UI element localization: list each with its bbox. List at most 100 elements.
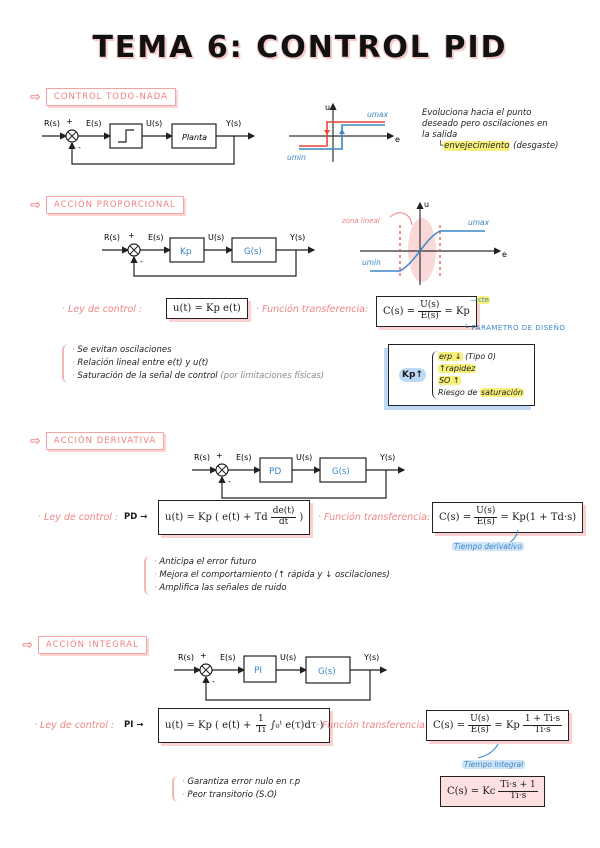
control-law-label: · Ley de control : (62, 304, 143, 315)
page-title: TEMA 6: CONTROL PID (92, 30, 508, 65)
bullet-item: Garantiza error nulo en r.p (182, 776, 300, 789)
cte-text: cte (477, 296, 490, 304)
note-sub: └envejecimiento (desgaste) (438, 141, 559, 151)
y-axis-label: u (325, 103, 330, 112)
hysteresis-up-path (299, 124, 385, 150)
input-label: R(s) (44, 119, 60, 128)
formula-pre: u(t) = Kp ( e(t) + (165, 719, 252, 731)
section-title: Acción proporcional (45, 196, 184, 214)
plant-block (319, 457, 367, 483)
control-label: U(s) (146, 119, 162, 128)
ti-note-arrow (477, 743, 499, 759)
bullet-item: Peor transitorio (S.O) (182, 789, 300, 802)
kp-increase-label: Kp↑ (399, 368, 426, 382)
numerator: 1 + Ti·s (522, 714, 563, 726)
bullet-item: Mejora el comportamiento (↑ rápida y ↓ o… (154, 569, 389, 582)
bullet-item: Saturación de la señal de control (por l… (72, 370, 324, 383)
kp-effect-item: Riesgo de saturación (438, 387, 524, 399)
section-title: Control todo-nada (45, 88, 176, 106)
formula-post: ) (299, 511, 304, 523)
plant-block (171, 123, 217, 149)
bullet-item: Relación lineal entre e(t) y u(t) (72, 357, 324, 370)
block-diagram-integral: R(s) + - E(s) PI U(s) G(s) Y(s) (174, 651, 388, 701)
transfer-function-formula: C(s) = U(s)E(s) = Kp (376, 296, 477, 327)
section-heading-derivativa: ⇨ Acción derivativa (30, 432, 165, 450)
x-axis-label: e (395, 135, 400, 144)
bullet-item: Amplifica las señales de ruido (154, 582, 390, 595)
ti-note: Tiempo integral (462, 760, 526, 769)
note-sub-rest: (desgaste) (513, 141, 559, 151)
formula-lhs: C(s) = (433, 719, 466, 731)
error-label: E(s) (220, 653, 235, 662)
minus-sign: - (212, 677, 215, 686)
plant-block (231, 237, 277, 263)
block-diagram-todo-nada: R(s) + - E(s) U(s) Planta Y(s) (42, 117, 256, 165)
numerator: U(s) (468, 714, 492, 726)
x-axis-label: e (502, 250, 507, 259)
numerator: Ti·s + 1 (498, 780, 538, 792)
control-law-formula: u(t) = Kp e(t) (166, 298, 248, 319)
numerator: 1 (256, 714, 266, 726)
control-label: U(s) (280, 653, 296, 662)
section-heading-proporcional: ⇨ Acción proporcional (30, 196, 184, 214)
step-icon (118, 129, 134, 143)
control-law-label: · Ley de control : (34, 720, 115, 731)
cte-note: —cte (470, 296, 490, 304)
denominator: dt (278, 516, 289, 527)
pi-block (243, 655, 277, 683)
y-axis-label: u (424, 200, 429, 209)
feedback-path (130, 250, 297, 277)
zone-label: zona lineal (341, 217, 380, 225)
plus-sign: + (216, 451, 223, 460)
error-label: E(s) (236, 453, 251, 462)
design-param-note: └ PARAMETRO DE DISEÑO (464, 324, 566, 332)
umin-label: umin (362, 258, 381, 267)
kp-effect-hl: SO ↑ (437, 376, 461, 385)
control-label: U(s) (296, 453, 312, 462)
control-law-formula: u(t) = Kp ( e(t) + Td de(t)dt ) (158, 500, 311, 535)
plus-sign: + (200, 651, 207, 660)
denominator: E(s) (420, 310, 439, 321)
control-law-label: · Ley de control : (38, 512, 119, 523)
output-label: Y(s) (225, 119, 241, 128)
kp-effect-rest: (Tipo 0) (465, 352, 497, 361)
kp-effect-item: ↑rapidez (437, 363, 524, 375)
fraction: U(s)E(s) (418, 300, 442, 322)
bullet-text: Saturación de la señal de control (77, 371, 218, 381)
formula-rhs: = Kp (444, 305, 470, 317)
transfer-function-label: · Función transferencia: (316, 720, 429, 731)
fraction: U(s)E(s) (468, 714, 492, 736)
formula-lhs: C(s) = Kc (447, 785, 496, 797)
denominator: E(s) (470, 724, 489, 735)
hysteresis-graph: u e umax umin (287, 102, 400, 162)
plant-label: G(s) (244, 247, 262, 257)
arrow-right-icon: ⇨ (30, 433, 41, 449)
highlighted-term: envejecimiento (443, 141, 511, 151)
arrow-right-icon: ⇨ (30, 89, 41, 105)
output-label: Y(s) (363, 653, 379, 662)
todo-nada-note: Evoluciona hacia el punto deseado pero o… (422, 108, 558, 152)
formula-lhs: C(s) = (383, 305, 416, 317)
formula-lhs: C(s) = (439, 511, 472, 523)
pd-label: PD (269, 467, 281, 477)
pi-tag: PI → (124, 720, 144, 730)
linear-zone-highlight (408, 218, 436, 282)
kp-effect-hl: saturación (479, 388, 524, 397)
output-label: Y(s) (289, 233, 305, 242)
block-diagram-derivativa: R(s) + - E(s) PD U(s) G(s) Y(s) (192, 451, 406, 499)
bullet-item: Anticipa el error futuro (154, 556, 390, 569)
arrow-right-icon: ⇨ (30, 197, 41, 213)
note-line: deseado pero oscilaciones en (422, 119, 548, 129)
minus-sign: - (78, 143, 81, 152)
pd-tag: PD → (124, 512, 148, 522)
kp-effect-item: SO ↑ (437, 375, 524, 387)
pi-label: PI (254, 666, 262, 676)
error-label: E(s) (148, 233, 163, 242)
kp-label: Kp (180, 247, 192, 257)
block-diagram-proporcional: R(s) + - E(s) Kp U(s) G(s) Y(s) (102, 231, 316, 277)
formula-rhs-pre: = Kp (494, 719, 520, 731)
